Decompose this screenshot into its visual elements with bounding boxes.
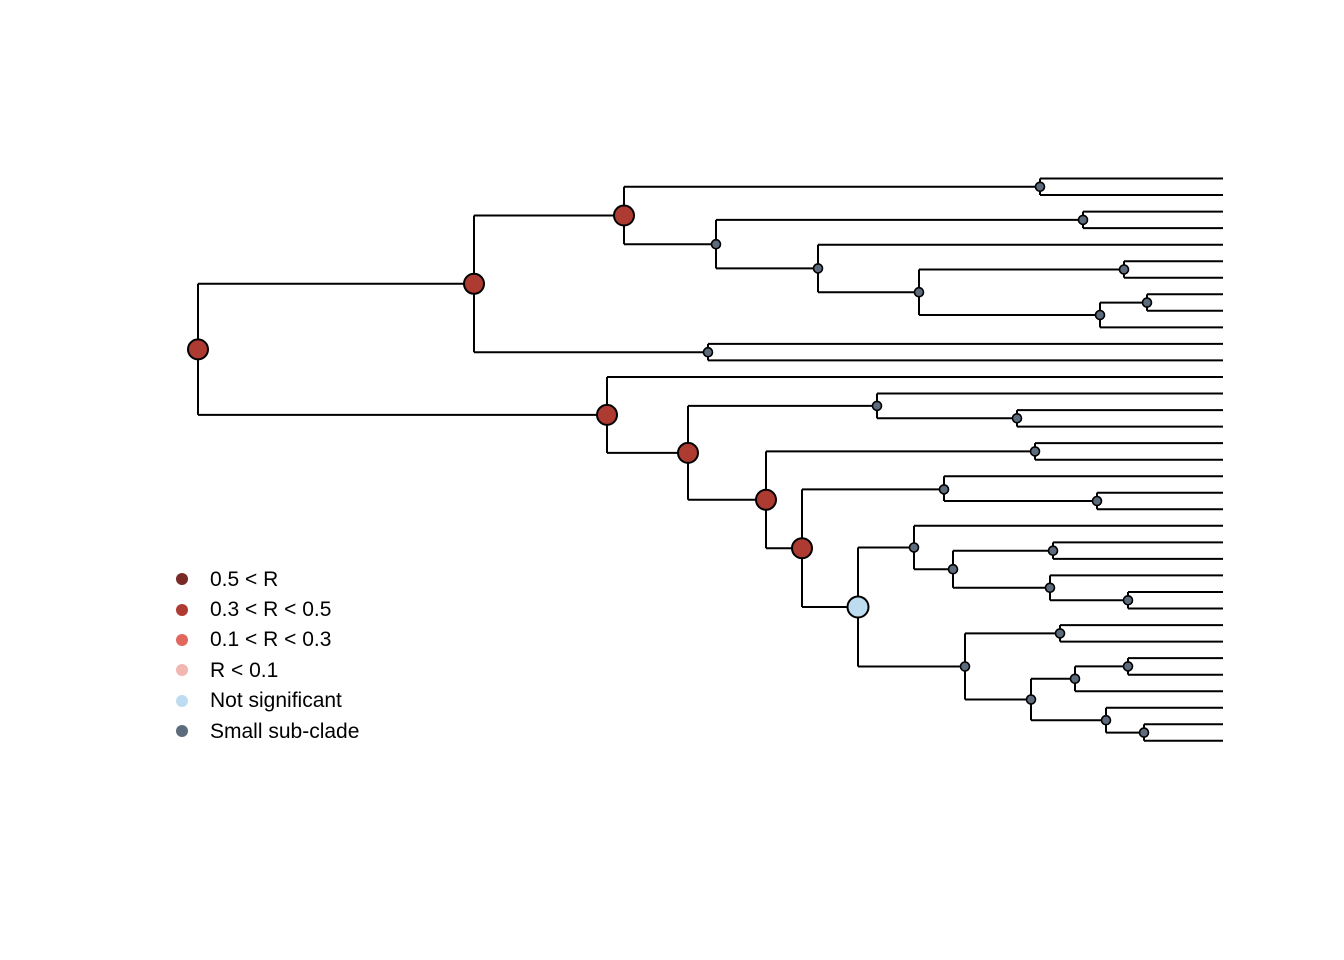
legend: 0.5 < R 0.3 < R < 0.5 0.1 < R < 0.3 R < … [171, 564, 359, 746]
tree-node-N5-small_subclade [1122, 661, 1134, 672]
tree-node-N3-small_subclade [1025, 694, 1037, 705]
legend-label-small-subclade: Small sub-clade [210, 719, 360, 743]
tree-node-G1-small_subclade [702, 346, 714, 358]
legend-label-not-significant: Not significant [210, 689, 342, 713]
tree-node-C-small_subclade [1118, 264, 1130, 275]
tree-node-D-small_subclade [1094, 309, 1106, 321]
legend-swatch-r-verylow-icon [176, 664, 188, 677]
tree-node-M1-small_subclade [908, 542, 920, 553]
tree-node-G2-small_subclade [871, 400, 883, 412]
tree-node-N1-small_subclade [959, 661, 971, 672]
legend-label-r-high: 0.5 < R [210, 567, 279, 591]
tree-node-N6-small_subclade [1100, 714, 1112, 726]
legend-swatch-r-mid-icon [176, 603, 188, 616]
tree-node-N4-small_subclade [1069, 673, 1081, 685]
tree-node-R2-r_mid [596, 403, 618, 426]
tree-node-T1-small_subclade [1034, 181, 1046, 193]
tree-node-M3-small_subclade [1047, 545, 1059, 557]
legend-swatch-r-low-icon [176, 633, 188, 646]
tree-node-H3-small_subclade [1029, 446, 1041, 457]
tree-node-R5-r_mid [791, 537, 813, 560]
tree-node-M4-small_subclade [1044, 582, 1056, 594]
tree-node-H5-small_subclade [1091, 495, 1103, 507]
tree-node-T2-r_mid [613, 204, 635, 227]
tree-node-M5-small_subclade [1122, 594, 1134, 606]
legend-item-r-high: 0.5 < R [171, 564, 359, 594]
tree-node-R3-r_mid [677, 441, 699, 464]
legend-item-r-low: 0.1 < R < 0.3 [171, 625, 359, 655]
legend-label-r-low: 0.1 < R < 0.3 [210, 628, 332, 652]
legend-item-r-mid: 0.3 < R < 0.5 [171, 594, 359, 624]
tree-node-R1-r_mid [463, 272, 485, 295]
legend-item-not-significant: Not significant [171, 686, 359, 716]
tree-node-T4-small_subclade [1077, 214, 1089, 226]
tree-node-T3-small_subclade [710, 238, 722, 250]
tree-node-E-small_subclade [1141, 297, 1153, 308]
legend-swatch-not-significant-icon [176, 694, 188, 707]
tree-node-root-r_mid [187, 338, 209, 361]
legend-item-r-verylow: R < 0.1 [171, 655, 359, 685]
tree-node-B-small_subclade [913, 286, 925, 298]
legend-item-small-subclade: Small sub-clade [171, 716, 359, 746]
tree-node-M2-small_subclade [947, 563, 959, 575]
legend-swatch-small-subclade-icon [176, 725, 188, 738]
legend-label-r-verylow: R < 0.1 [210, 658, 279, 682]
tree-node-N7-small_subclade [1138, 727, 1150, 738]
tree-node-B1-not_significant [846, 595, 870, 619]
legend-label-r-mid: 0.3 < R < 0.5 [210, 598, 332, 622]
tree-node-N2-small_subclade [1054, 628, 1066, 639]
tree-node-T5-small_subclade [812, 263, 824, 274]
tree-node-H1-small_subclade [1011, 412, 1023, 424]
tree-node-R4-r_mid [755, 488, 777, 511]
legend-swatch-r-high-icon [176, 573, 188, 586]
tree-node-H4-small_subclade [938, 484, 950, 495]
